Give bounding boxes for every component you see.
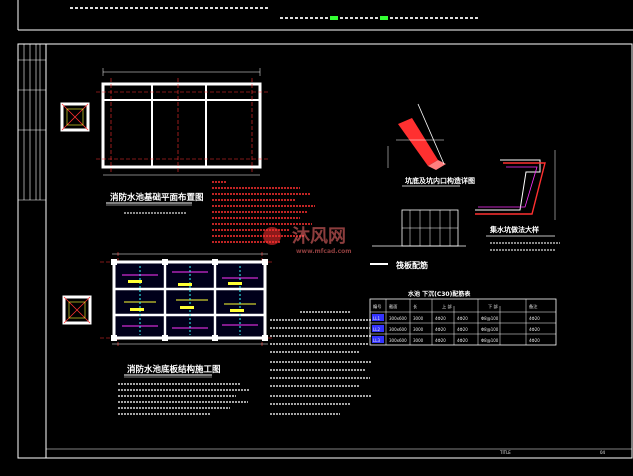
bottom-title-block: TITLE 04 xyxy=(46,448,632,455)
slab-title: 筏板配筋 xyxy=(396,260,428,270)
corner-detail: 集水坑做法大样 xyxy=(475,150,560,251)
rebar-table-cell: Φ8@100 xyxy=(481,316,499,321)
rebar-table-header: 下 部 xyxy=(488,303,498,310)
rebar-table-cell: 4Φ20 xyxy=(529,338,540,343)
column-detail-top xyxy=(60,102,90,132)
plan-bottom-columns xyxy=(111,259,268,341)
column-detail-bottom xyxy=(62,295,92,325)
rebar-table-cell: 3000 xyxy=(413,316,424,321)
rebar-table-cell: 4Φ20 xyxy=(529,327,540,332)
plan-bottom-rebar-marks xyxy=(122,266,258,335)
watermark-url: www.mfcad.com xyxy=(296,248,352,255)
sheet-frame: TITLE 04 xyxy=(17,43,633,459)
rebar-table: 水池 下沉(C30)配筋表 编号 截面 长 上 部 下 部 备注 LL1 300x600 300… xyxy=(369,290,557,346)
plan-bottom-label-tags xyxy=(128,280,244,312)
rebar-table-cell: 4Φ20 xyxy=(529,316,540,321)
general-notes xyxy=(270,311,375,415)
watermark-text: 沐风网 xyxy=(292,225,346,247)
bottom-left-notes xyxy=(118,383,250,415)
plan-top-inner-walls xyxy=(103,84,260,167)
plan-bottom-dimensions xyxy=(112,253,268,345)
rebar-table-header: 编号 xyxy=(373,303,381,310)
slab-detail: 筏板配筋 xyxy=(370,209,466,270)
rebar-table-cell: 4Φ20 xyxy=(457,316,468,321)
rebar-table-cell: 4Φ20 xyxy=(457,338,468,343)
plan-top-title: 消防水池基础平面布置图 xyxy=(110,192,204,203)
plan-bottom-title: 消防水池底板结构施工图 xyxy=(127,364,221,375)
rebar-table-cell: 300x600 xyxy=(389,316,407,321)
rebar-table-cell: 4Φ20 xyxy=(435,316,446,321)
red-notes xyxy=(212,181,315,243)
rebar-table-cell: 300x600 xyxy=(389,327,407,332)
rebar-table-cell: Φ8@100 xyxy=(481,338,499,343)
rebar-table-cell: 4Φ20 xyxy=(457,327,468,332)
wall-section-detail: 坑底及坑内口构造详图 xyxy=(387,103,475,187)
corner-title: 集水坑做法大样 xyxy=(489,225,539,234)
plan-top: 消防水池基础平面布置图 xyxy=(96,68,268,214)
watermark: 沐风网 www.mfcad.com xyxy=(263,225,352,255)
plan-top-dimensions xyxy=(102,68,261,176)
rebar-table-cell: 4Φ20 xyxy=(435,338,446,343)
rebar-table-header: 备注 xyxy=(529,303,538,310)
rebar-table-cell: 4Φ20 xyxy=(435,327,446,332)
footer-label: TITLE xyxy=(499,450,511,455)
rebar-table-header: 上 部 xyxy=(442,303,452,310)
footer-page: 04 xyxy=(600,450,606,455)
previous-sheet-strip xyxy=(17,0,633,31)
rebar-table-cell: LL2 xyxy=(373,327,380,332)
rebar-table-cell: 3000 xyxy=(413,327,424,332)
rebar-table-cell: 3000 xyxy=(413,338,424,343)
rebar-table-cell: LL3 xyxy=(373,338,380,343)
rebar-table-cell: LL1 xyxy=(373,316,380,321)
plan-bottom: 消防水池底板结构施工图 xyxy=(100,252,272,378)
rebar-table-cell: 300x600 xyxy=(389,338,407,343)
rebar-table-title: 水池 下沉(C30)配筋表 xyxy=(408,290,471,298)
left-title-strip xyxy=(18,44,46,201)
wall-section-label: 坑底及坑内口构造详图 xyxy=(405,176,475,185)
rebar-table-header: 长 xyxy=(413,303,418,310)
rebar-table-header: 截面 xyxy=(389,303,397,310)
rebar-table-cell: Φ8@100 xyxy=(481,327,499,332)
plan-top-axis-grid xyxy=(96,78,268,172)
